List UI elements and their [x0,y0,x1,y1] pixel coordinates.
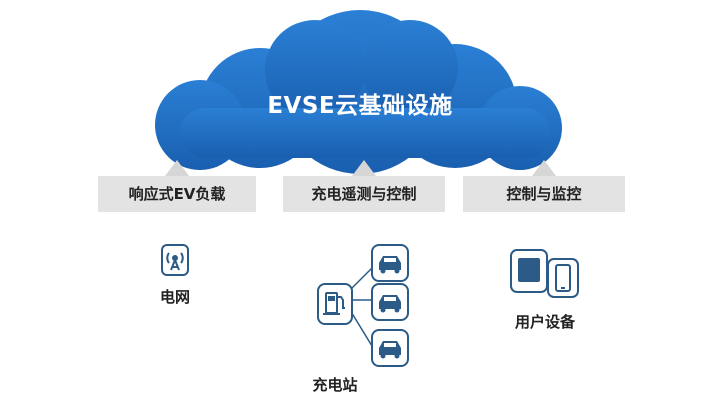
label-charging-telemetry-control: 充电遥测与控制 [283,176,445,212]
label-responsive-ev-load: 响应式EV负载 [98,176,256,212]
ev-charger-icon [317,283,353,325]
label-control-monitoring: 控制与监控 [463,176,625,212]
charging-station-label: 充电站 [312,376,358,394]
arrow-up-left [165,160,189,176]
antenna-icon [161,244,189,276]
user-devices-label: 用户设备 [514,313,575,331]
cloud-title: EVSE云基础设施 [267,93,453,119]
car-icon [371,283,409,321]
arrow-up-right [532,160,556,176]
car-icon [371,244,409,282]
car-icon [371,329,409,367]
arrow-up-center [352,160,376,176]
tablet-icon [510,249,548,293]
station-connectors [349,267,373,347]
phone-icon [547,258,579,298]
cloud-shape [155,10,562,174]
grid-label: 电网 [159,288,190,306]
arrows [165,160,556,176]
